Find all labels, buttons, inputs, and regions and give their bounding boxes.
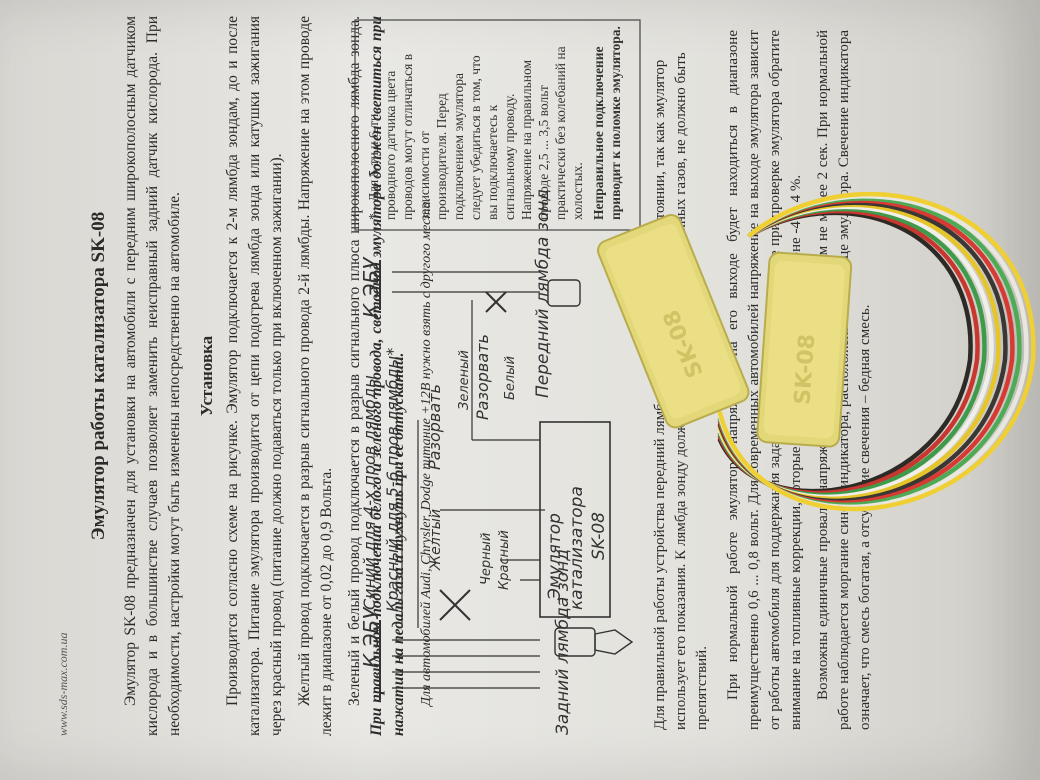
ecu-left-label: К ЭБУ xyxy=(359,606,383,668)
blue-wire-label: Синий для 4-х пров лямбды xyxy=(360,375,379,610)
black-wire-label: Черный xyxy=(479,533,494,585)
cut-mark-right xyxy=(485,291,507,313)
front-lambda-sensor-icon xyxy=(547,279,581,307)
emulator-block-label-1: Эмулятор xyxy=(545,513,565,601)
cut-mark-left xyxy=(439,589,471,621)
red-wire-label: Красный для 5-6 пров лямбды* xyxy=(383,348,402,612)
ecu-right-label: К ЭБУ xyxy=(359,256,383,318)
yellow-wire-label: Желтый xyxy=(428,509,444,571)
rear-lambda-sensor-icon xyxy=(554,627,634,657)
module-right-label: SK-08 xyxy=(790,333,820,405)
emulator-block xyxy=(539,421,611,618)
rear-sensor-label: Задний лямбда зонд xyxy=(553,549,573,735)
emulator-block-label-3: SK-08 xyxy=(589,512,609,560)
red2-wire-label: Красный xyxy=(497,530,512,590)
emulator-module-left: SK-08 xyxy=(597,214,750,429)
cut-left-label: Разорвать xyxy=(425,384,444,470)
front-sensor-label: Передний лямбда зонд xyxy=(533,189,553,398)
note-box xyxy=(354,19,641,231)
white-wire-label: Белый xyxy=(503,356,518,400)
emulator-block-label-2: катализатора xyxy=(567,486,587,610)
cut-right-label: Разорвать xyxy=(473,334,492,420)
wire xyxy=(717,191,1036,512)
green-wire-label: Зеленый xyxy=(457,350,472,410)
wire-bundle xyxy=(717,191,1036,512)
emulator-module-right: SK-08 xyxy=(756,251,853,448)
